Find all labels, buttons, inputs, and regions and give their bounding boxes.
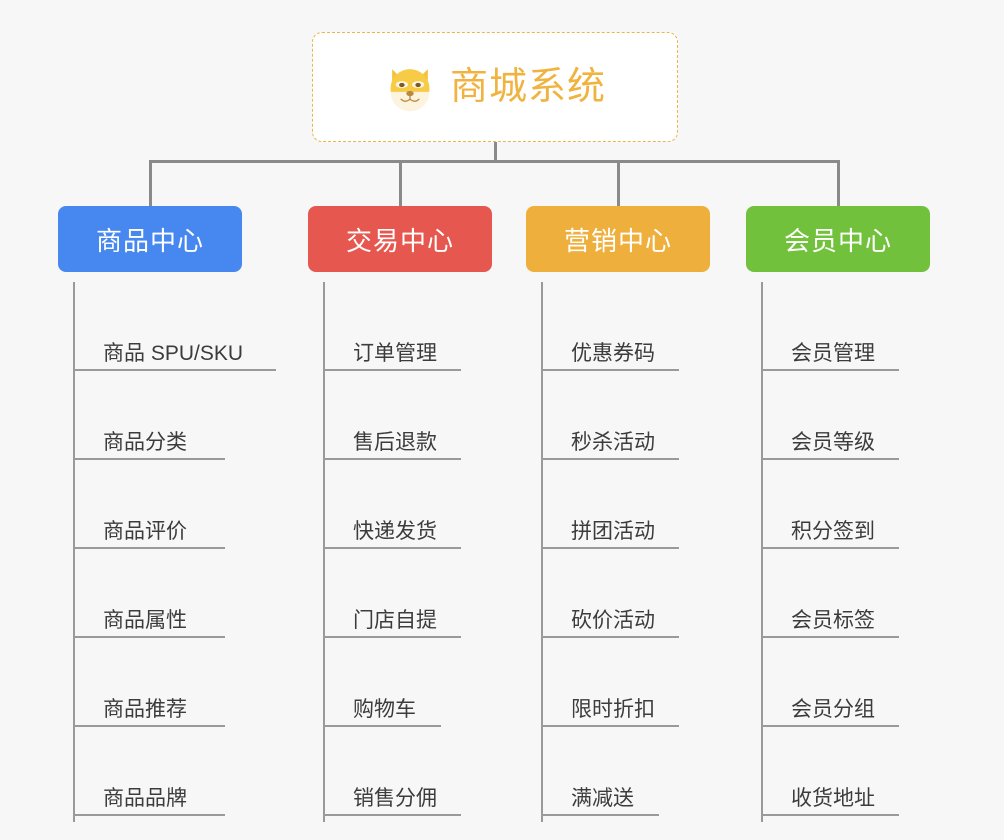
connector-drop-3 [617,160,620,207]
leaf-item[interactable]: 秒杀活动 [541,371,679,460]
leaf-column-1: 商品 SPU/SKU 商品分类商品评价商品属性商品推荐商品品牌 [73,282,276,822]
leaf-label: 限时折扣 [571,697,655,721]
leaf-rail [761,282,763,822]
dog-face-emoji [390,69,430,112]
connector-drop-4 [837,160,840,207]
leaf-label: 会员等级 [791,430,875,454]
leaf-item[interactable]: 积分签到 [761,460,899,549]
leaf-label: 销售分佣 [353,786,437,810]
leaf-label: 秒杀活动 [571,430,655,454]
leaf-label: 砍价活动 [571,608,655,632]
leaf-underline [73,458,225,460]
category-label: 商品中心 [95,225,204,256]
leaf-underline [541,814,659,816]
connector-drop-2 [399,160,402,207]
leaf-label: 商品分类 [103,430,187,454]
connector-bus [149,160,840,163]
leaf-item[interactable]: 会员分组 [761,638,899,727]
leaf-label: 会员管理 [791,341,875,365]
leaf-item[interactable]: 满减送 [541,727,659,816]
leaf-underline [73,636,225,638]
leaf-item[interactable]: 商品 SPU/SKU [73,282,276,371]
leaf-column-2: 订单管理售后退款快递发货门店自提购物车销售分佣 [323,282,461,822]
category-box-2[interactable]: 交易中心 [308,206,492,272]
leaf-label: 满减送 [571,786,634,810]
leaf-underline [73,547,225,549]
leaf-label: 快递发货 [353,519,437,543]
leaf-item[interactable]: 商品属性 [73,549,243,638]
leaf-label: 商品推荐 [103,697,187,721]
leaf-label: 积分签到 [791,519,875,543]
leaf-item[interactable]: 快递发货 [323,460,461,549]
leaf-underline [323,547,461,549]
category-box-3[interactable]: 营销中心 [526,206,710,272]
category-label: 营销中心 [563,225,672,256]
leaf-underline [73,814,225,816]
leaf-item[interactable]: 销售分佣 [323,727,461,816]
leaf-item[interactable]: 购物车 [323,638,441,727]
connector-drop-1 [149,160,152,207]
leaf-item[interactable]: 商品推荐 [73,638,243,727]
leaf-item[interactable]: 售后退款 [323,371,461,460]
leaf-label: 商品品牌 [103,786,187,810]
leaf-item[interactable]: 商品分类 [73,371,243,460]
category-label: 会员中心 [783,225,892,256]
leaf-label: 会员分组 [791,697,875,721]
leaf-underline [761,814,899,816]
leaf-label: 拼团活动 [571,519,655,543]
leaf-underline [73,725,225,727]
leaf-underline [73,369,276,371]
leaf-underline [541,369,679,371]
leaf-item[interactable]: 限时折扣 [541,638,679,727]
leaf-underline [761,369,899,371]
leaf-item[interactable]: 优惠券码 [541,282,679,371]
leaf-item[interactable]: 会员管理 [761,282,899,371]
leaf-item[interactable]: 门店自提 [323,549,461,638]
leaf-label: 订单管理 [353,341,437,365]
leaf-item[interactable]: 收货地址 [761,727,899,816]
category-box-1[interactable]: 商品中心 [58,206,242,272]
connector-root-stem [494,142,497,163]
leaf-item[interactable]: 订单管理 [323,282,461,371]
leaf-label: 优惠券码 [571,341,655,365]
leaf-underline [761,458,899,460]
leaf-label: 门店自提 [353,608,437,632]
leaf-underline [761,547,899,549]
leaf-rail [73,282,75,822]
leaf-item[interactable]: 拼团活动 [541,460,679,549]
leaf-rail [323,282,325,822]
leaf-label: 商品评价 [103,519,187,543]
leaf-underline [541,547,679,549]
leaf-rail [541,282,543,822]
leaf-underline [761,636,899,638]
leaf-column-4: 会员管理会员等级积分签到会员标签会员分组收货地址 [761,282,899,822]
leaf-item[interactable]: 会员标签 [761,549,899,638]
leaf-underline [323,458,461,460]
category-box-4[interactable]: 会员中心 [746,206,930,272]
leaf-underline [541,636,679,638]
leaf-label: 售后退款 [353,430,437,454]
leaf-underline [323,369,461,371]
leaf-item[interactable]: 商品品牌 [73,727,243,816]
root-title: 商城系统 [449,66,606,108]
leaf-underline [761,725,899,727]
leaf-item[interactable]: 会员等级 [761,371,899,460]
leaf-item[interactable]: 商品评价 [73,460,243,549]
leaf-label: 收货地址 [791,786,875,810]
leaf-label: 购物车 [353,697,416,721]
category-label: 交易中心 [345,225,454,256]
leaf-underline [323,725,441,727]
leaf-underline [541,458,679,460]
root-node[interactable]: 商城系统 [312,32,678,142]
leaf-column-3: 优惠券码秒杀活动拼团活动砍价活动限时折扣满减送 [541,282,679,822]
leaf-underline [323,636,461,638]
leaf-underline [323,814,461,816]
leaf-underline [541,725,679,727]
leaf-label: 商品属性 [103,608,187,632]
leaf-label: 会员标签 [791,608,875,632]
leaf-item[interactable]: 砍价活动 [541,549,679,638]
leaf-label: 商品 SPU/SKU [103,341,244,365]
